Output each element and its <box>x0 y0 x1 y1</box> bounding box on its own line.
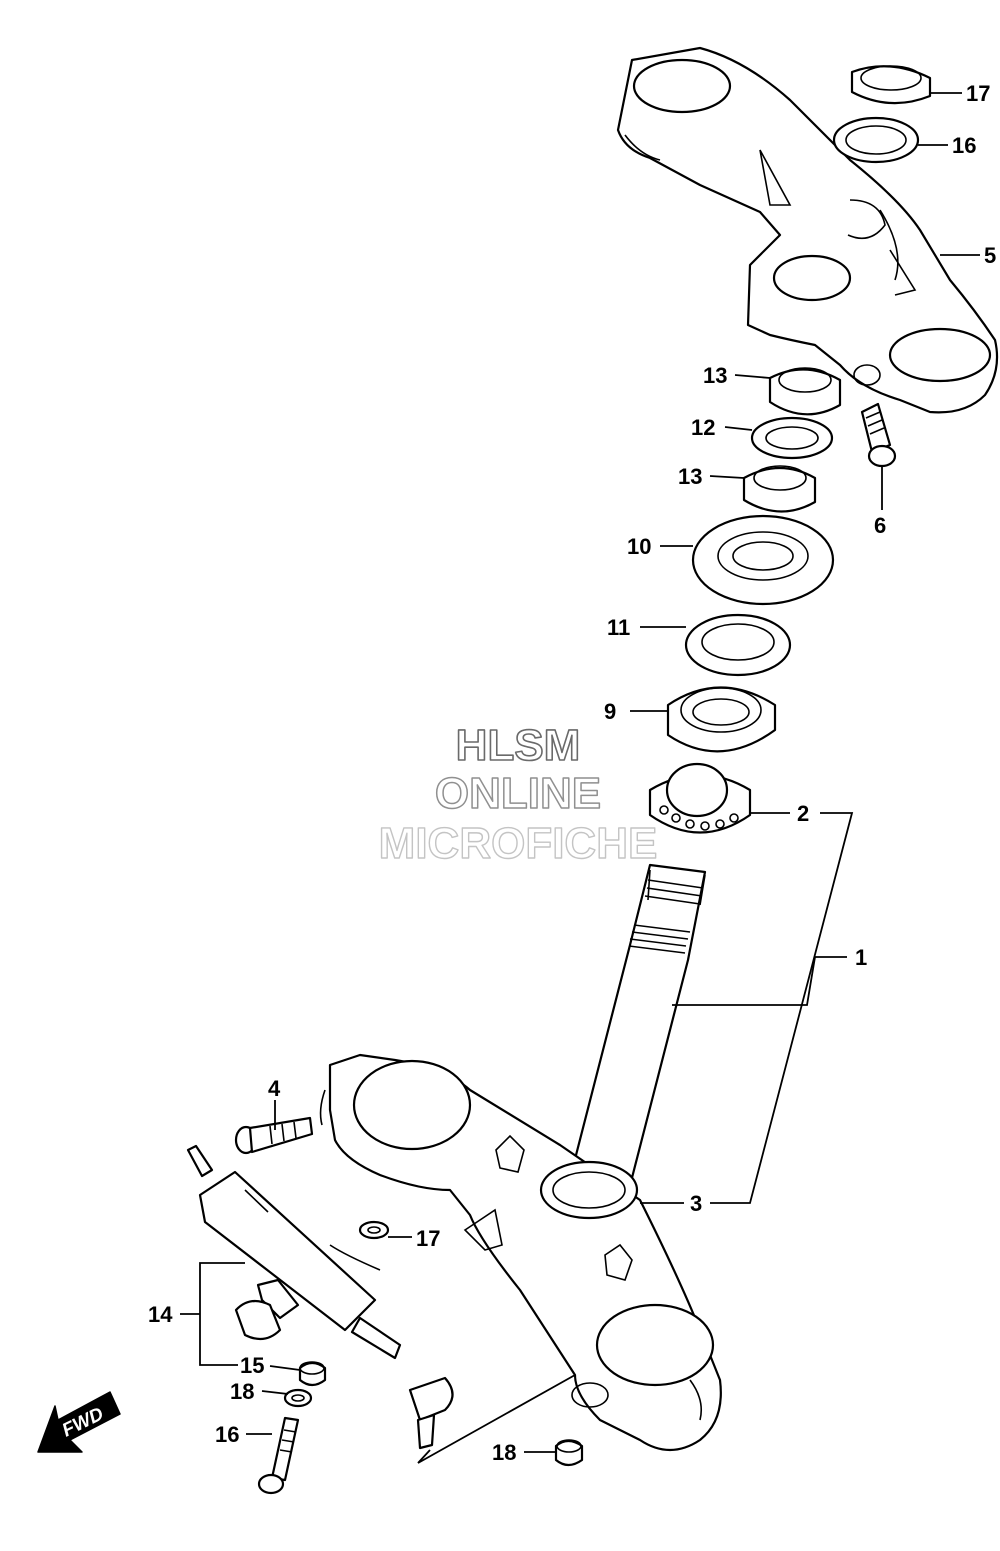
ring-part-8 <box>850 65 932 105</box>
callout-13-lower: 13 <box>678 464 702 489</box>
callout-8: 17 <box>966 81 990 106</box>
nut-part-18 <box>554 1439 584 1467</box>
bearing-race-part-9 <box>666 686 777 753</box>
callout-10: 10 <box>627 534 651 559</box>
callout-2: 2 <box>797 801 809 826</box>
callout-9: 9 <box>604 699 616 724</box>
lock-nut-part-13-upper <box>768 367 842 416</box>
washer-part-17-upper <box>358 1220 390 1240</box>
lock-nut-part-13-lower <box>742 465 817 513</box>
washer-part-12 <box>750 416 834 460</box>
watermark: HLSM ONLINE MICROFICHE <box>378 720 658 869</box>
fwd-direction-arrow: FWD <box>37 1391 121 1453</box>
washer-part-17-lower <box>283 1388 313 1408</box>
steering-stem-shaft-part-1 <box>563 863 707 1207</box>
steering-damper-part-14 <box>186 1144 454 1450</box>
callout-11: 11 <box>607 615 630 640</box>
callout-18: 18 <box>492 1440 516 1465</box>
callout-14: 14 <box>148 1302 173 1327</box>
watermark-line-2: ONLINE <box>435 769 601 818</box>
callout-13-upper: 13 <box>703 363 727 388</box>
callout-17-lower: 18 <box>230 1379 254 1404</box>
bolt-part-6 <box>860 402 897 468</box>
watermark-line-3: MICROFICHE <box>379 819 658 868</box>
leader-lines <box>180 92 980 1464</box>
callout-7: 16 <box>952 133 976 158</box>
upper-bracket-part-5 <box>616 46 999 414</box>
callout-1: 1 <box>855 945 867 970</box>
dust-seal-part-10 <box>691 514 835 606</box>
washer-part-7 <box>832 116 920 164</box>
watermark-line-1: HLSM <box>456 721 581 770</box>
callout-4: 4 <box>268 1076 281 1101</box>
callout-16: 16 <box>215 1422 239 1447</box>
callout-labels: 17 16 5 13 12 13 6 10 11 9 2 1 3 4 17 14… <box>148 81 996 1465</box>
lower-bracket-part-1 <box>319 1053 722 1451</box>
bolt-part-16 <box>257 1416 300 1495</box>
callout-3: 3 <box>690 1191 702 1216</box>
callout-17-upper: 17 <box>416 1226 440 1251</box>
callout-5: 5 <box>984 243 996 268</box>
bearing-part-2 <box>648 762 752 834</box>
washer-part-11 <box>684 613 792 677</box>
callout-6: 6 <box>874 513 886 538</box>
callout-15: 15 <box>240 1353 264 1378</box>
callout-12: 12 <box>691 415 715 440</box>
nut-part-15 <box>298 1361 327 1387</box>
bolt-part-4 <box>234 1116 314 1155</box>
